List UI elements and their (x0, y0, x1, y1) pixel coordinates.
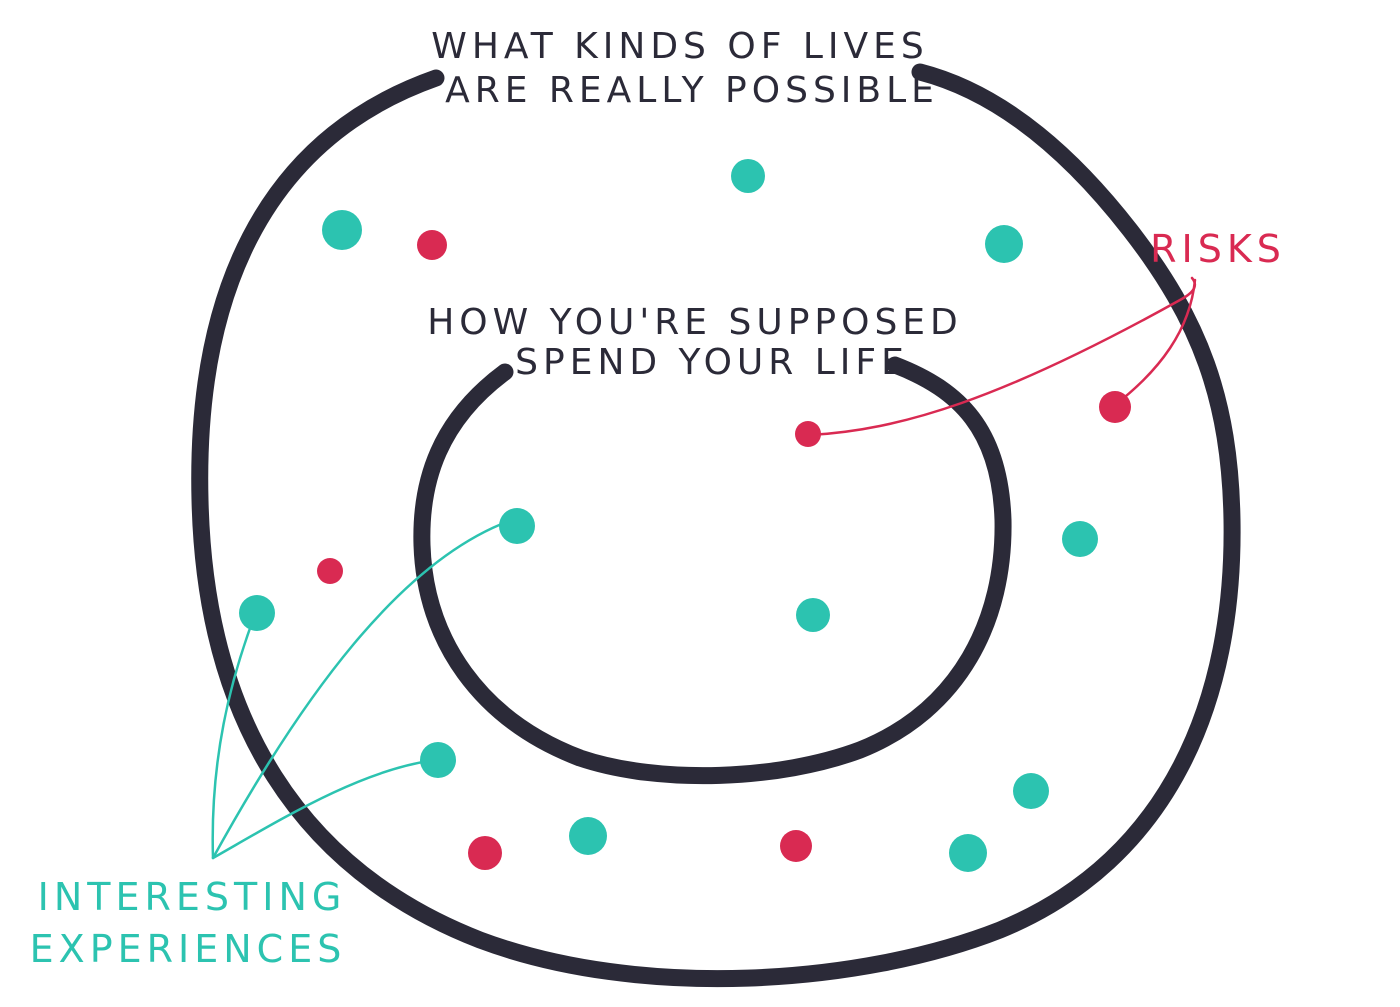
risk-dot (317, 558, 343, 584)
risk-pointer-line (1113, 278, 1197, 407)
outer-label-line-1: WHAT KINDS OF LIVES (431, 26, 929, 67)
experiences-label-line-1: INTERESTING (38, 875, 347, 919)
experience-dot (499, 508, 535, 544)
experience-pointer-line (211, 610, 258, 860)
experiences-label-line-2: EXPERIENCES (30, 927, 347, 971)
risk-dot (417, 230, 447, 260)
experience-dots (239, 159, 1098, 872)
inner-label-line-1: HOW YOU'RE SUPPOSED (427, 302, 963, 343)
experience-dot (239, 595, 275, 631)
experience-dot (569, 817, 607, 855)
experience-dot (322, 210, 362, 250)
experience-dot (1062, 521, 1098, 557)
experience-dot (949, 834, 987, 872)
experience-dot (420, 742, 456, 778)
experience-dot (985, 225, 1023, 263)
outer-ring (191, 63, 1241, 988)
inner-label-line-2: SPEND YOUR LIFE (515, 342, 909, 383)
risk-dot (795, 421, 821, 447)
experience-pointer-line (211, 518, 514, 860)
risk-dot (780, 830, 812, 862)
risk-dot (468, 836, 502, 870)
experience-pointer-line (211, 758, 437, 860)
experience-dot (731, 159, 765, 193)
risks-label: RISKS (1150, 227, 1286, 271)
inner-ring (413, 356, 1012, 785)
risk-dots (317, 230, 1131, 870)
experience-dot (796, 598, 830, 632)
experience-dot (1013, 773, 1049, 809)
risk-dot (1099, 391, 1131, 423)
outer-label-line-2: ARE REALLY POSSIBLE (445, 70, 939, 111)
